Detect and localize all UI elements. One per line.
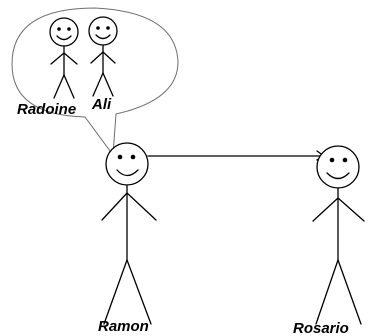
figure-rosario: Rosario <box>293 145 365 336</box>
thought-bubble <box>11 7 179 157</box>
figure-radoine: Radoine <box>17 17 79 118</box>
rosario-head <box>316 145 360 189</box>
relationship-arrow <box>147 150 325 161</box>
figure-ramon: Ramon <box>98 142 157 335</box>
figure-ali: Ali <box>88 16 118 113</box>
radoine-label: Radoine <box>17 101 76 118</box>
ramon-label: Ramon <box>98 318 149 335</box>
ali-head <box>88 16 118 46</box>
ramon-head <box>105 142 149 186</box>
ali-label: Ali <box>91 96 112 113</box>
rosario-label: Rosario <box>293 320 349 336</box>
radoine-head <box>49 17 79 47</box>
